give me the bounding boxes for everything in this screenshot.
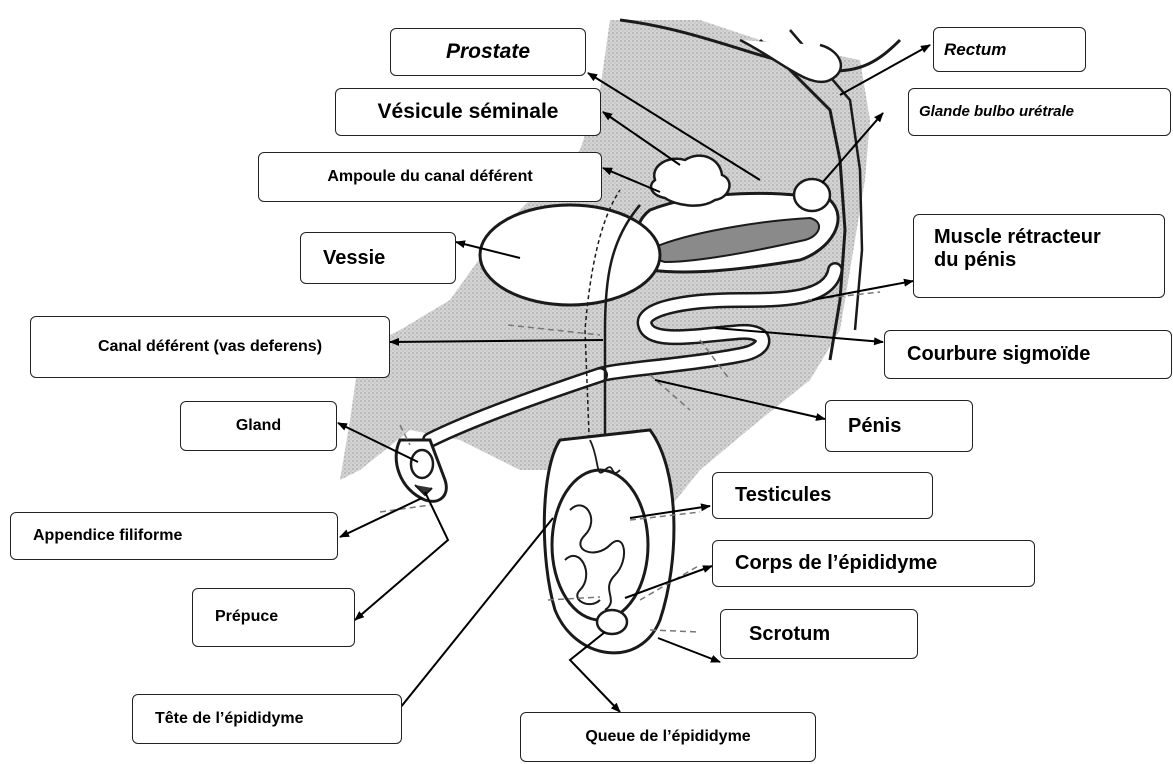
label-appendice-filiforme: Appendice filiforme bbox=[10, 512, 338, 560]
label-vessie: Vessie bbox=[300, 232, 456, 284]
epididymis-tail bbox=[597, 610, 627, 634]
label-canal-deferent: Canal déférent (vas deferens) bbox=[30, 316, 390, 378]
label-tete-epididyme: Tête de l’épididyme bbox=[132, 694, 402, 744]
label-ampoule-canal-deferent: Ampoule du canal déférent bbox=[258, 152, 602, 202]
seminal-vesicle-shape bbox=[651, 156, 729, 206]
label-gland: Gland bbox=[180, 401, 337, 451]
label-testicules: Testicules bbox=[712, 472, 933, 519]
label-scrotum: Scrotum bbox=[720, 609, 918, 659]
label-prepuce: Prépuce bbox=[192, 588, 355, 647]
label-glande-bulbo-uretrale: Glande bulbo urétrale bbox=[908, 88, 1171, 136]
label-vesicule-seminale: Vésicule séminale bbox=[335, 88, 601, 136]
label-muscle-retracteur: Muscle rétracteur du pénis bbox=[913, 214, 1165, 298]
label-rectum: Rectum bbox=[933, 27, 1086, 72]
label-queue-epididyme: Queue de l’épididyme bbox=[520, 712, 816, 762]
label-courbure-sigmoide: Courbure sigmoïde bbox=[884, 330, 1172, 379]
label-prostate: Prostate bbox=[390, 28, 586, 76]
label-corps-epididyme: Corps de l’épididyme bbox=[712, 540, 1035, 587]
label-penis: Pénis bbox=[825, 400, 973, 452]
bulbourethral-gland bbox=[794, 179, 830, 211]
